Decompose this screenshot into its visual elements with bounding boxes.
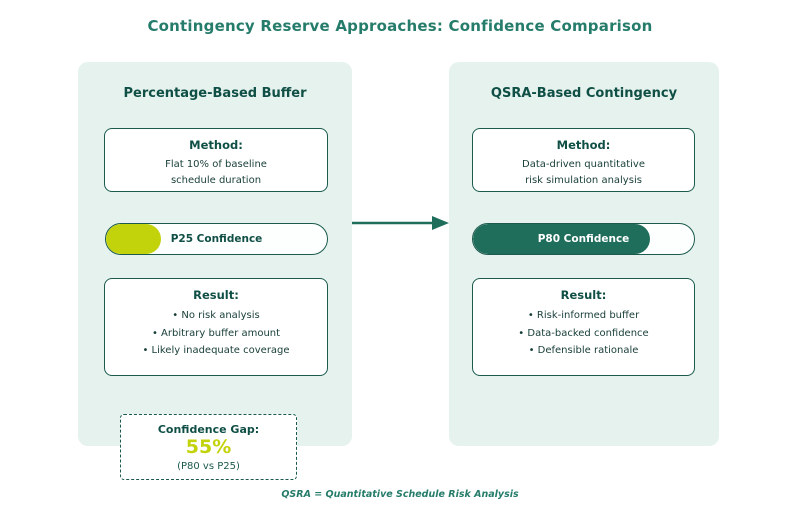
pill-fill <box>473 224 650 254</box>
method-line: risk simulation analysis <box>525 175 642 186</box>
confidence-pill-p25: P25 Confidence <box>105 223 328 255</box>
result-bullet: • Likely inadequate coverage <box>142 345 290 356</box>
confidence-gap-box: Confidence Gap: 55% (P80 vs P25) <box>120 414 297 480</box>
result-bullet-list: • Risk-informed buffer • Data-backed con… <box>473 307 694 360</box>
method-box: Method: Flat 10% of baseline schedule du… <box>104 128 328 192</box>
confidence-pill-p80: P80 Confidence <box>472 223 695 255</box>
result-bullet-list: • No risk analysis • Arbitrary buffer am… <box>105 307 327 360</box>
panel-title: QSRA-Based Contingency <box>490 86 678 101</box>
arrow-right-icon <box>352 216 449 230</box>
pill-label: P80 Confidence <box>537 233 630 245</box>
result-bullet: • Risk-informed buffer <box>527 310 640 321</box>
panel-qsra-contingency: QSRA-Based Contingency Method: Data-driv… <box>449 62 719 446</box>
gap-subtext: (P80 vs P25) <box>177 461 240 472</box>
gap-label: Confidence Gap: <box>157 423 260 436</box>
method-line: schedule duration <box>170 175 262 186</box>
gap-value: 55% <box>185 436 232 458</box>
method-box: Method: Data-driven quantitative risk si… <box>472 128 695 192</box>
comparison-arrow <box>352 211 450 235</box>
result-bullet: • Data-backed confidence <box>518 327 649 339</box>
result-bullet: • Arbitrary buffer amount <box>151 327 281 339</box>
result-bullet: • No risk analysis <box>172 310 260 321</box>
panel-percentage-buffer: Percentage-Based Buffer Method: Flat 10%… <box>78 62 352 446</box>
result-box: Result: • Risk-informed buffer • Data-ba… <box>472 278 695 376</box>
result-box: Result: • No risk analysis • Arbitrary b… <box>104 278 328 376</box>
method-label: Method: <box>556 138 611 152</box>
method-label: Method: <box>189 138 243 152</box>
pill-fill <box>106 224 162 254</box>
method-line: Data-driven quantitative <box>522 159 645 170</box>
footnote: QSRA = Quantitative Schedule Risk Analys… <box>281 489 519 500</box>
result-bullet: • Defensible rationale <box>528 345 639 356</box>
result-label: Result: <box>560 288 607 302</box>
method-line: Flat 10% of baseline <box>165 159 267 170</box>
pill-label: P25 Confidence <box>170 233 263 245</box>
panel-title: Percentage-Based Buffer <box>123 86 307 101</box>
result-label: Result: <box>193 288 239 302</box>
page-title: Contingency Reserve Approaches: Confiden… <box>147 17 653 35</box>
